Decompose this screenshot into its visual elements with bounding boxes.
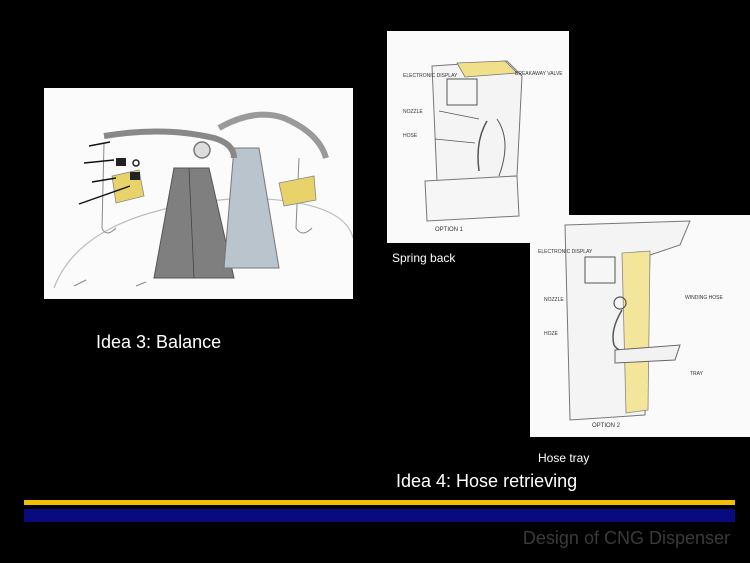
label-electronic-display-1: ELECTRONIC DISPLAY — [403, 73, 458, 79]
option1-sketch: ELECTRONIC DISPLAY BREAKAWAY VALVE NOZZL… — [387, 31, 569, 243]
label-electronic-display-2: ELECTRONIC DISPLAY — [538, 249, 593, 255]
label-nozzle-2: NOZZLE — [544, 297, 564, 303]
label-option-1: OPTION 1 — [435, 227, 464, 233]
idea4-caption: Idea 4: Hose retrieving — [396, 471, 578, 491]
accent-bar-gold — [24, 500, 735, 505]
accent-bar-blue — [24, 509, 735, 522]
footer-title: Design of CNG Dispenser — [522, 528, 730, 548]
idea3-caption: Idea 3: Balance — [96, 332, 222, 352]
label-breakaway-valve-1: BREAKAWAY VALVE — [515, 71, 563, 77]
label-option-2: OPTION 2 — [592, 423, 621, 429]
idea3-sketch — [44, 88, 353, 299]
label-hose-2: HOZE — [544, 331, 559, 337]
label-winding-hose-2: WINDING HOSE — [685, 295, 723, 301]
balance-dispenser-drawing — [44, 88, 353, 299]
option1-caption: Spring back — [392, 251, 456, 265]
label-tray-2: TRAY — [690, 371, 704, 377]
label-nozzle-1: NOZZLE — [403, 109, 423, 115]
option2-caption: Hose tray — [538, 451, 590, 465]
label-hose-1: HOSE — [403, 133, 418, 139]
option2-sketch: ELECTRONIC DISPLAY NOZZLE WINDING HOSE H… — [530, 215, 750, 437]
spring-back-dispenser-drawing: ELECTRONIC DISPLAY BREAKAWAY VALVE NOZZL… — [387, 31, 569, 243]
hose-tray-dispenser-drawing: ELECTRONIC DISPLAY NOZZLE WINDING HOSE H… — [530, 215, 750, 437]
